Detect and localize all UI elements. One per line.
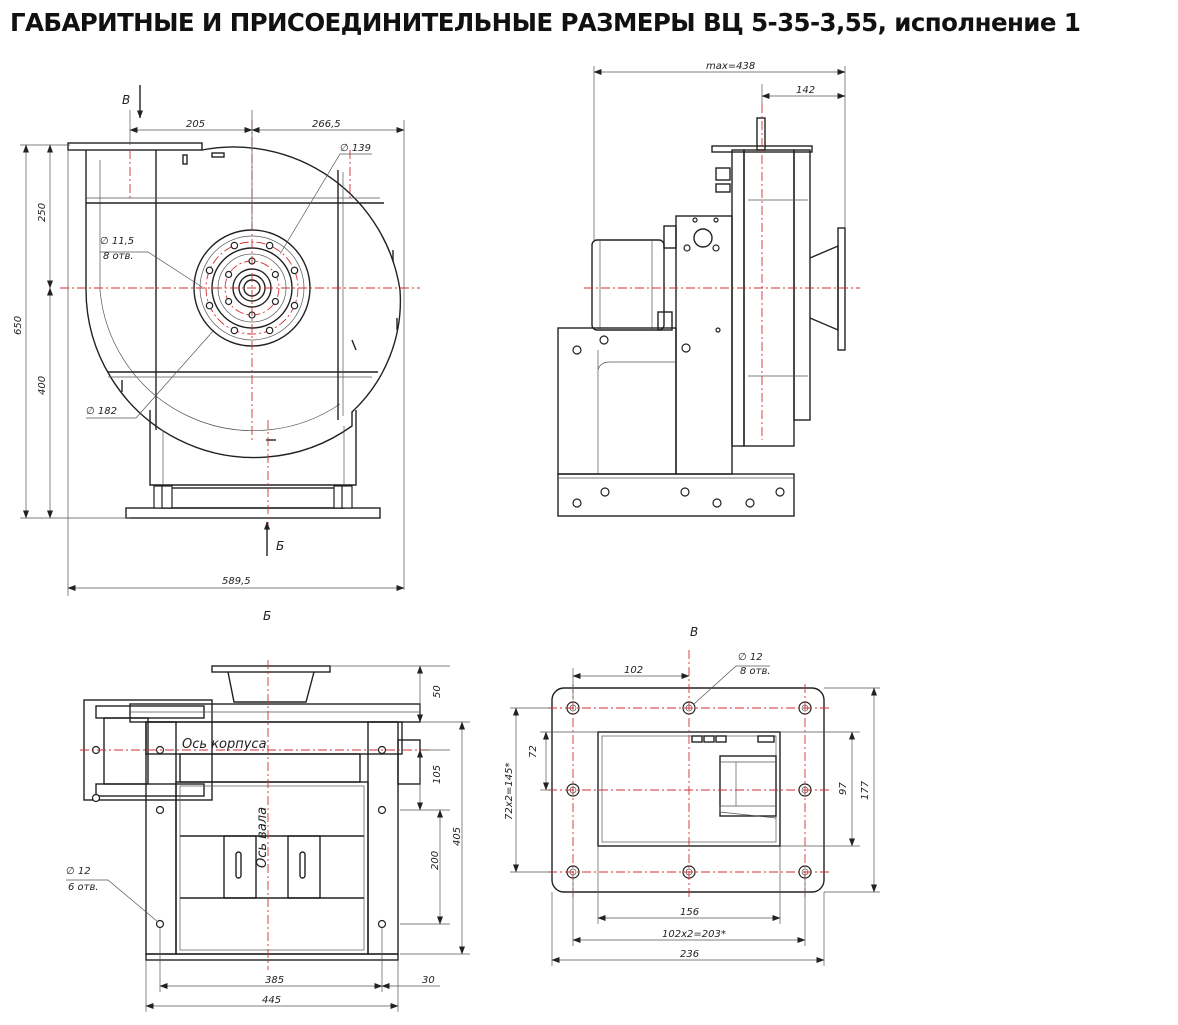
dim-205: 205 [186,119,205,130]
dim-405: 405 [452,827,463,846]
dim-236: 236 [680,949,699,960]
dim-200: 200 [430,851,441,870]
axis-shaft-label: Ось вала [255,807,270,868]
dim-266-5: 266,5 [312,119,341,130]
side-view: max=438 142 [557,61,860,517]
inlet-hole [225,297,233,306]
inlet-hole [271,270,279,279]
dim-d12-b: ∅ 12 [66,866,91,877]
flange-hole [290,301,299,310]
dim-400: 400 [37,376,48,395]
dim-102x2: 102x2=203* [662,929,726,940]
flange-hole [265,326,274,335]
arrow-label-v: В [122,93,130,107]
view-b: Б Ось [66,609,470,1012]
dim-holes-6: 6 отв. [68,882,99,893]
dim-holes-8: 8 отв. [103,251,134,262]
dim-177: 177 [860,780,871,800]
dim-holes-8-v: 8 отв. [740,666,771,677]
axis-housing-label: Ось корпуса [182,737,267,752]
dim-650: 650 [13,316,24,335]
flange-hole [290,266,299,275]
flange-hole [230,241,239,250]
dim-72x2: 72x2=145* [504,763,515,820]
dim-97: 97 [838,782,849,795]
dim-50: 50 [432,685,443,698]
dim-max-438: max=438 [706,61,755,72]
dim-156: 156 [680,907,699,918]
dim-589-5: 589,5 [222,576,251,587]
dim-d11-5: ∅ 11,5 [100,236,134,247]
dim-142: 142 [796,85,815,96]
dim-102: 102 [624,665,643,676]
dim-250: 250 [37,203,48,222]
dim-30: 30 [422,975,435,986]
inlet-hole [225,270,233,279]
view-v: В 102 ∅ 12 8 отв. [504,625,880,966]
flange-hole [230,326,239,335]
dim-d12-v: ∅ 12 [738,652,763,663]
dim-105: 105 [432,765,443,784]
dim-385: 385 [265,975,284,986]
front-view: 205 266,5 650 250 400 589,5 ∅ 139 ∅ 11,5… [13,85,420,596]
inlet-hole [271,297,279,306]
drawing-title: ГАБАРИТНЫЕ И ПРИСОЕДИНИТЕЛЬНЫЕ РАЗМЕРЫ В… [10,8,1081,37]
dim-d182: ∅ 182 [86,406,117,417]
flange-hole [205,301,214,310]
flange-hole [265,241,274,250]
dim-445: 445 [262,995,281,1006]
dim-72: 72 [528,745,539,758]
flange-hole [205,266,214,275]
view-b-label: Б [263,609,271,623]
dim-d139: ∅ 139 [340,143,371,154]
view-v-label: В [690,625,698,639]
arrow-label-b: Б [276,539,284,553]
